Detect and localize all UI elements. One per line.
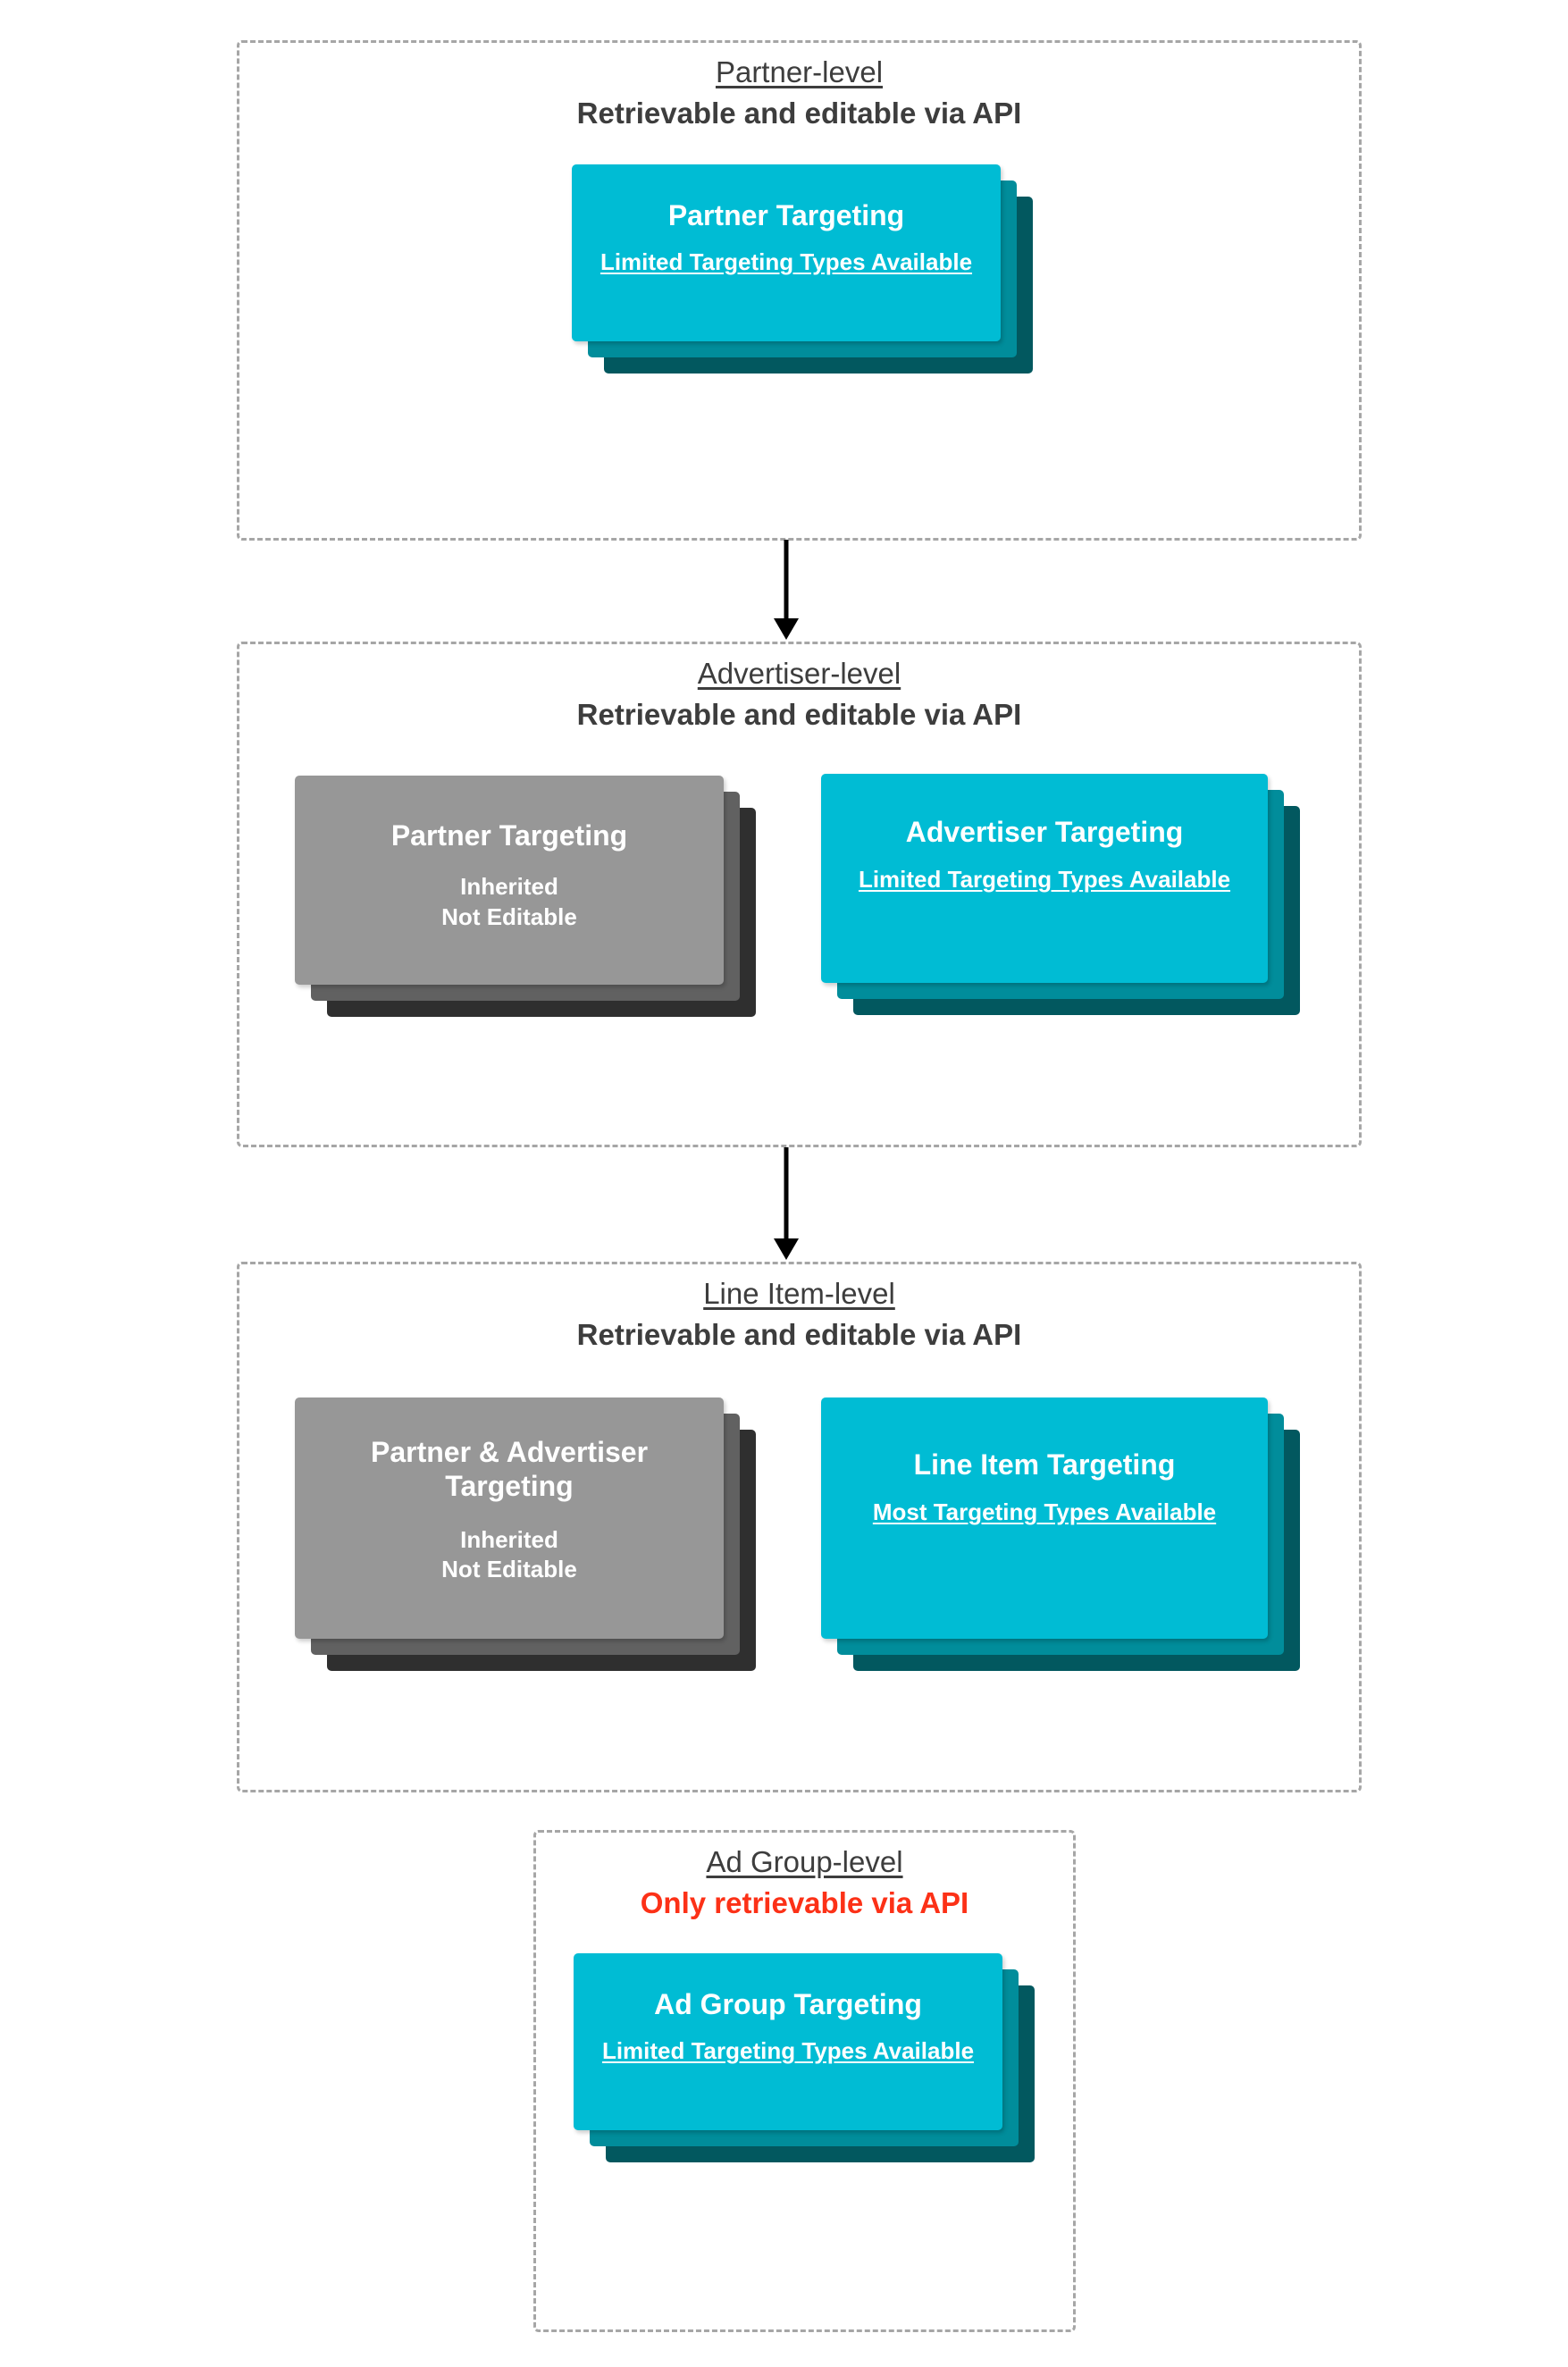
level-api-note-line-item: Retrievable and editable via API: [576, 1317, 1022, 1351]
card-layer-front[interactable]: Line Item Targeting Most Targeting Types…: [821, 1398, 1268, 1639]
card-stack-ad-group-targeting[interactable]: Ad Group Targeting Limited Targeting Typ…: [574, 1953, 1035, 2162]
level-api-note-ad-group: Only retrievable via API: [640, 1885, 969, 1919]
connector-shaft: [784, 540, 789, 620]
card-title-line-item-targeting: Line Item Targeting: [913, 1448, 1176, 1481]
connector-arrowhead: [774, 1238, 799, 1260]
level-container-ad-group: Ad Group-level Only retrievable via API …: [533, 1830, 1076, 2332]
card-stack-partner-targeting[interactable]: Partner Targeting Limited Targeting Type…: [572, 164, 1033, 374]
level-header-line-item: Line Item-level Retrievable and editable…: [239, 1277, 1359, 1353]
card-title-partner-targeting: Partner Targeting: [667, 199, 905, 231]
level-title-partner: Partner-level: [715, 55, 884, 88]
level-container-line-item: Line Item-level Retrievable and editable…: [237, 1262, 1362, 1792]
level-api-note-advertiser: Retrievable and editable via API: [576, 697, 1022, 731]
card-layer-front[interactable]: Partner & Advertiser Targeting Inherited…: [295, 1398, 724, 1639]
card-title-advertiser-targeting: Advertiser Targeting: [905, 816, 1184, 848]
card-title-line-item-inherited: Partner & Advertiser Targeting: [370, 1436, 649, 1503]
level-container-advertiser: Advertiser-level Retrievable and editabl…: [237, 642, 1362, 1147]
card-layer-front[interactable]: Partner Targeting Limited Targeting Type…: [572, 164, 1001, 341]
card-stack-line-item-inherited[interactable]: Partner & Advertiser Targeting Inherited…: [295, 1398, 756, 1671]
card-stack-advertiser-inherited[interactable]: Partner Targeting Inherited Not Editable: [295, 776, 756, 1017]
level-header-partner: Partner-level Retrievable and editable v…: [239, 55, 1359, 131]
level-title-advertiser: Advertiser-level: [697, 657, 901, 690]
card-note-advertiser-inherited: Inherited Not Editable: [441, 873, 577, 930]
card-stack-advertiser-targeting[interactable]: Advertiser Targeting Limited Targeting T…: [821, 774, 1300, 1015]
level-container-partner: Partner-level Retrievable and editable v…: [237, 40, 1362, 541]
card-stack-line-item-targeting[interactable]: Line Item Targeting Most Targeting Types…: [821, 1398, 1300, 1671]
card-note-ad-group-targeting: Limited Targeting Types Available: [601, 2037, 975, 2065]
level-title-ad-group: Ad Group-level: [706, 1845, 903, 1878]
connector-advertiser-to-line-item: [764, 1147, 809, 1260]
level-header-advertiser: Advertiser-level Retrievable and editabl…: [239, 657, 1359, 733]
card-note-partner-targeting: Limited Targeting Types Available: [600, 248, 973, 276]
connector-arrowhead: [774, 618, 799, 640]
card-title-ad-group-targeting: Ad Group Targeting: [654, 1988, 922, 2020]
level-api-note-partner: Retrievable and editable via API: [576, 96, 1022, 130]
card-title-advertiser-inherited: Partner Targeting: [390, 819, 628, 852]
card-layer-front[interactable]: Partner Targeting Inherited Not Editable: [295, 776, 724, 985]
card-note-advertiser-targeting: Limited Targeting Types Available: [858, 866, 1231, 894]
level-title-line-item: Line Item-level: [703, 1277, 895, 1310]
connector-shaft: [784, 1147, 789, 1240]
level-header-ad-group: Ad Group-level Only retrievable via API: [536, 1845, 1073, 1921]
card-note-line-item-targeting: Most Targeting Types Available: [872, 1498, 1217, 1526]
card-note-line-item-inherited: Inherited Not Editable: [441, 1525, 577, 1583]
card-layer-front[interactable]: Ad Group Targeting Limited Targeting Typ…: [574, 1953, 1002, 2130]
card-layer-front[interactable]: Advertiser Targeting Limited Targeting T…: [821, 774, 1268, 983]
connector-partner-to-advertiser: [764, 540, 809, 640]
